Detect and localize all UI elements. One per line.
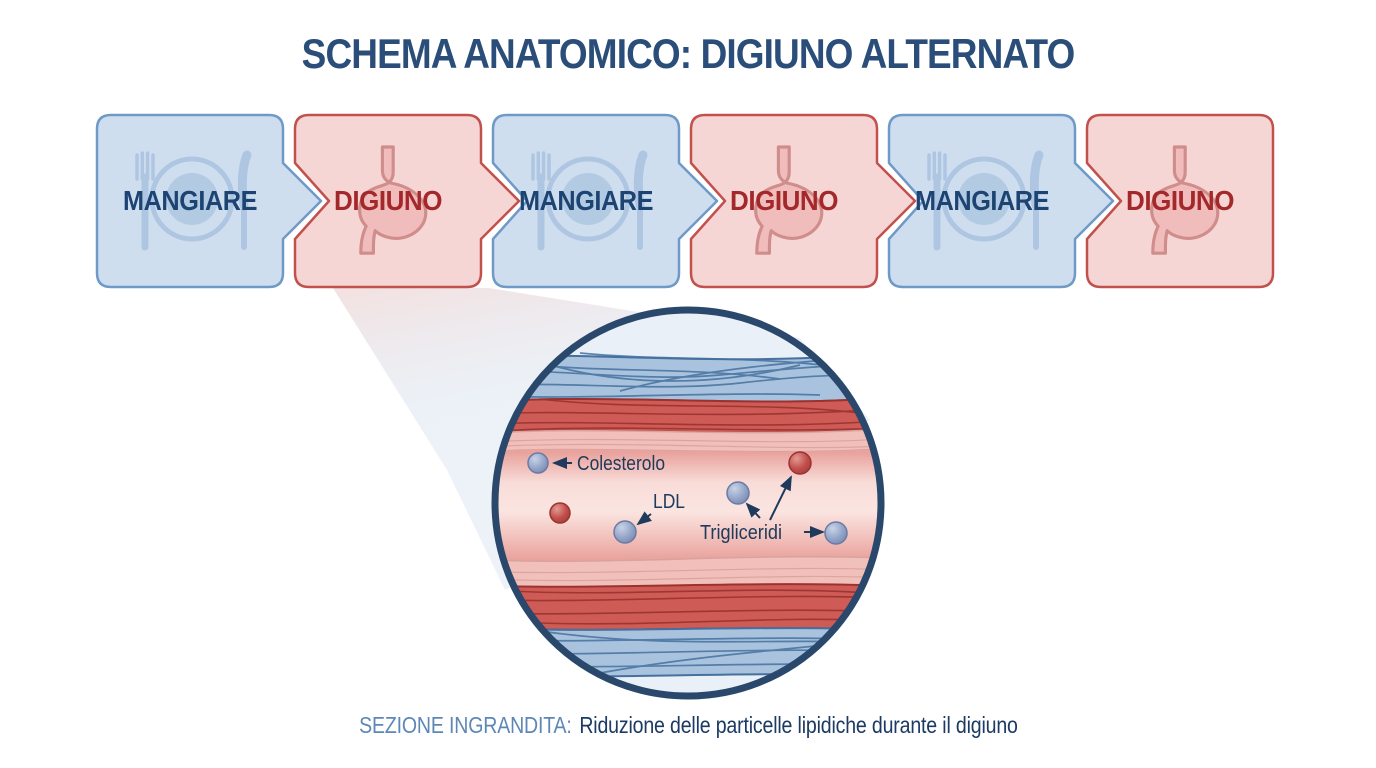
phase-box-fast-2: DIGIUNO [689, 113, 917, 289]
phase-label: MANGIARE [519, 185, 653, 216]
triglycerides-arrow-up [769, 475, 792, 521]
vessel-wall-bottom [495, 555, 881, 679]
ldl-particle [613, 520, 637, 544]
vessel-wall-top [495, 349, 881, 454]
triglyceride-particle-red [549, 502, 571, 524]
lipid-particles [527, 451, 848, 545]
triglyceride-particle-blue2 [824, 521, 848, 545]
plate-utensils-icon [531, 150, 648, 251]
phase-box-shape [491, 113, 719, 289]
plate-utensils-icon [927, 150, 1044, 251]
phase-label: MANGIARE [123, 185, 257, 216]
phase-box-shape [689, 113, 917, 289]
phase-box-eat-2: MANGIARE [491, 113, 719, 289]
vessel-lumen [495, 447, 881, 562]
caption: SEZIONE INGRANDITA:Riduzione delle parti… [359, 712, 1018, 739]
stomach-icon [754, 145, 824, 255]
ldl-arrow [636, 511, 652, 526]
cholesterol-particle [527, 452, 549, 474]
magnifier-ring [491, 306, 885, 700]
phase-box-shape [95, 113, 323, 289]
cholesterol-label: Colesterolo [577, 453, 665, 475]
beam-shape [333, 288, 870, 590]
magnified-vessel-section: Colesterolo LDL Trigliceridi [491, 306, 885, 700]
phase-box-fast-3: DIGIUNO [1085, 113, 1275, 289]
triglycerides-arrow-left [745, 502, 761, 519]
phase-label: DIGIUNO [1126, 185, 1234, 216]
phase-box-eat-3: MANGIARE [887, 113, 1115, 289]
phase-label: MANGIARE [915, 185, 1049, 216]
ldl-label: LDL [653, 491, 685, 513]
plate-utensils-icon [135, 150, 252, 251]
caption-prefix: SEZIONE INGRANDITA: [358, 712, 572, 738]
phase-label: DIGIUNO [334, 185, 442, 216]
triglyceride-particle-blue [726, 481, 750, 505]
particle-annotations [552, 457, 825, 538]
fasting-timeline: MANGIARE DIGIUNO MANGIARE [95, 113, 1275, 289]
phase-box-eat-1: MANGIARE [95, 113, 323, 289]
triglyceride-particle-red2 [788, 451, 812, 475]
caption-text: Riduzione delle particelle lipidiche dur… [578, 712, 1018, 738]
stomach-icon [358, 145, 428, 255]
phase-label: DIGIUNO [730, 185, 838, 216]
phase-box-shape [1085, 113, 1275, 289]
stomach-icon [1150, 145, 1220, 255]
vessel-background [495, 310, 881, 696]
phase-box-fast-1: DIGIUNO [293, 113, 521, 289]
page-title: SCHEMA ANATOMICO: DIGIUNO ALTERNATO [301, 30, 1076, 77]
phase-box-shape [293, 113, 521, 289]
phase-box-shape [887, 113, 1115, 289]
triglycerides-label: Trigliceridi [700, 522, 782, 544]
